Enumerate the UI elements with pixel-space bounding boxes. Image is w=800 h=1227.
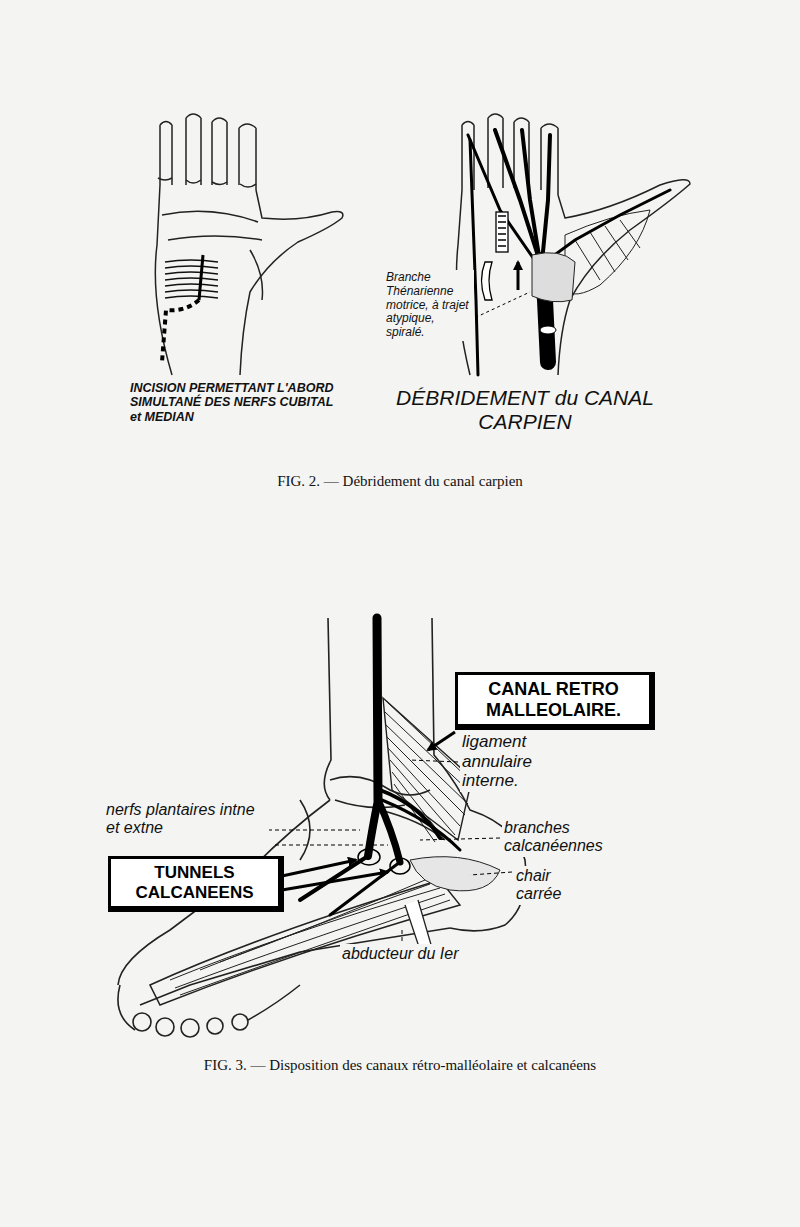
incision-dashed bbox=[162, 300, 199, 362]
nerves-hand bbox=[468, 130, 670, 375]
callout-box: CANAL RETRO MALLEOLAIRE. bbox=[455, 672, 655, 730]
incision-note: INCISION PERMETTANT L'ABORD SIMULTANÉ DE… bbox=[128, 380, 343, 425]
part-name: ligament annulaire interne. bbox=[460, 731, 595, 792]
tunnel-ring bbox=[390, 858, 410, 874]
leader-line bbox=[470, 292, 530, 320]
retractor bbox=[482, 212, 509, 300]
branch-note: Branche Thénarienne motrice, à trajet at… bbox=[384, 270, 474, 341]
part-name: abducteur du Ier bbox=[340, 944, 515, 964]
box-text: TUNNELS CALCANEENS bbox=[119, 863, 270, 902]
pointer-arrow bbox=[282, 860, 356, 876]
figure-caption: FIG. 3. — Disposition des canaux rétro-m… bbox=[100, 1056, 700, 1075]
figure-caption: FIG. 2. — Débridement du canal carpien bbox=[150, 472, 650, 491]
nerves-foot bbox=[300, 618, 460, 915]
pointer-arrow bbox=[282, 872, 388, 890]
tunnel-ring bbox=[358, 849, 380, 865]
callout-box: TUNNELS CALCANEENS bbox=[108, 856, 284, 912]
box-text: CANAL RETRO MALLEOLAIRE. bbox=[466, 679, 641, 720]
part-name: nerfs plantaires intne et extne bbox=[104, 800, 269, 839]
part-name: chair carrée bbox=[514, 866, 589, 905]
retraction-arrow bbox=[517, 262, 520, 290]
figure-heading: DÉBRIDEMENT du CANAL CARPIEN bbox=[385, 385, 665, 435]
ligament-stripes bbox=[165, 260, 218, 298]
nerve-cut bbox=[540, 326, 556, 334]
chair-carree bbox=[410, 857, 500, 891]
incision-line bbox=[199, 255, 203, 300]
hand-right bbox=[457, 114, 691, 375]
pointer-arrow bbox=[428, 732, 455, 750]
part-name: branches calcanéennes bbox=[502, 818, 622, 857]
hand-left bbox=[155, 114, 343, 375]
ligament-flap bbox=[532, 253, 575, 302]
